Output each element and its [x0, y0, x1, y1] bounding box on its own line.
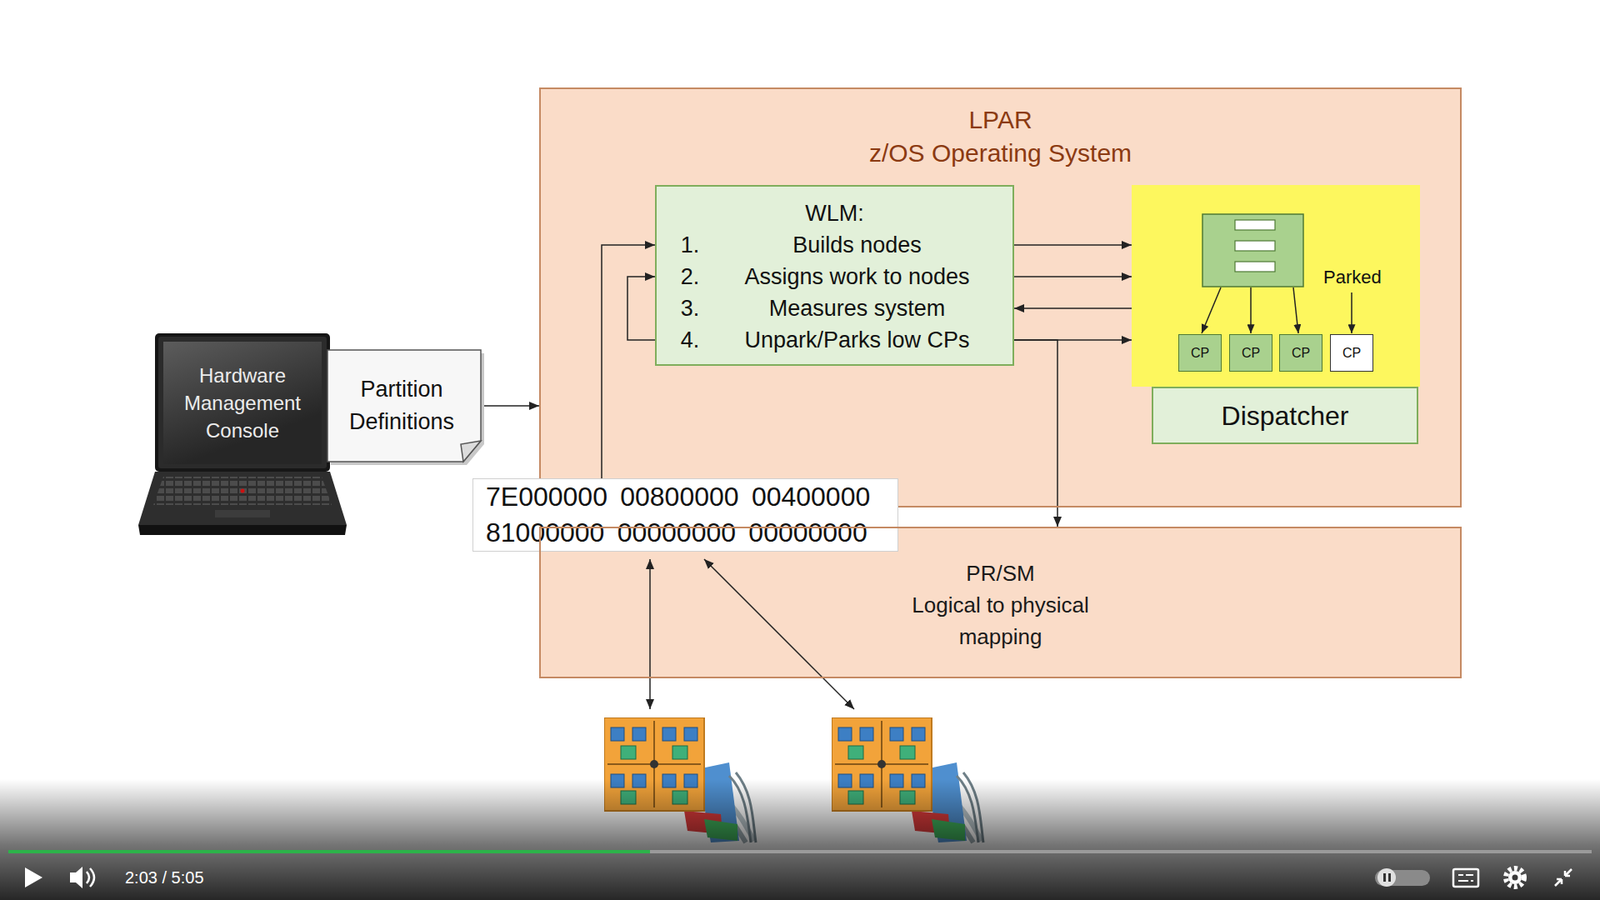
video-time: 2:03 / 5:05 [125, 867, 205, 888]
document-label: Partition Definitions [336, 373, 467, 439]
mapping-arrow [649, 559, 651, 710]
region-heading: LPAR [540, 103, 1460, 137]
step-text: Assigns work to nodes [712, 260, 1002, 293]
box-label: Dispatcher [1221, 399, 1350, 433]
laptop-bezel [158, 336, 327, 469]
flow-arrow [627, 276, 655, 340]
gear-body [1508, 870, 1522, 885]
gear-hole [1512, 875, 1519, 881]
prsm-region: PR/SMLogical to physical mapping [539, 526, 1462, 679]
step-list: 1.Builds nodes2.Assigns work to nodes3.M… [667, 229, 1002, 356]
cp-box-parked: CP [1330, 334, 1374, 372]
progress-fill [8, 850, 650, 854]
volume-waves [86, 868, 95, 887]
flow-arrow [1014, 307, 1132, 310]
document-page [327, 350, 481, 462]
step-number: 1. [667, 229, 713, 261]
node-area: ParkedCP CP CP CP [1131, 185, 1420, 387]
dispatch-arrow [1293, 287, 1299, 334]
laptop-buttons [215, 510, 270, 518]
lpar-region: LPARz/OS Operating SystemWLM:1.Builds no… [539, 87, 1462, 508]
label-anchor: 2:03 / 5:05 [125, 867, 205, 888]
step-text: Unpark/Parks low CPs [712, 324, 1002, 356]
step-number: 4. [667, 324, 713, 356]
cp-label: CP [1342, 336, 1361, 370]
step-text: Builds nodes [712, 229, 1002, 261]
document-shape: Partition Definitions [326, 349, 482, 463]
fullscreen-icon [1555, 869, 1572, 886]
laptop-base [138, 471, 347, 525]
cp-box: CP [1178, 334, 1222, 372]
console-screen: Hardware Management Console [163, 341, 322, 465]
label-anchor: Parked [1323, 266, 1382, 289]
box-heading: WLM: [667, 197, 1002, 230]
hex-row: 7E000000 00800000 00400000 [485, 479, 885, 515]
trackpoint [240, 489, 245, 494]
toggle-knob [1377, 868, 1396, 887]
dispatcher-box: Dispatcher [1151, 386, 1419, 445]
hex-row: 81000000 00000000 00000000 [485, 515, 885, 551]
flow-arrow [1014, 244, 1132, 246]
parked-arrow [1350, 292, 1353, 334]
step-number: 2. [667, 260, 713, 293]
flow-arrow [1014, 275, 1132, 278]
laptop-lid [155, 333, 330, 472]
laptop-illustration [138, 333, 347, 535]
dispatch-arrow [1250, 287, 1252, 334]
region-heading: z/OS Operating System [540, 136, 1460, 170]
cp-label: CP [1241, 336, 1260, 370]
screen-label: Hardware Management Console [168, 361, 317, 445]
flow-arrow [1014, 340, 1058, 527]
hex-value-box: 7E000000 00800000 0040000081000000 00000… [472, 478, 899, 552]
cp-label: CP [1190, 336, 1210, 370]
flow-arrow [481, 405, 540, 407]
gear-teeth [1505, 868, 1525, 887]
cp-box: CP [1229, 334, 1273, 372]
play-icon [25, 867, 43, 888]
queue-slot [1235, 220, 1275, 230]
state-label: Parked [1323, 266, 1382, 289]
mapping-arrow [704, 559, 855, 710]
region-heading: PR/SM [540, 557, 1460, 590]
pause-bar [1388, 873, 1391, 882]
queue-slot [1235, 240, 1275, 251]
player-shade [0, 779, 1600, 900]
document-fold [460, 440, 481, 462]
cp-box: CP [1279, 334, 1323, 372]
laptop-keyboard [153, 476, 332, 505]
volume-icon [70, 866, 83, 889]
progress-track [8, 850, 1592, 854]
video-player-bar [0, 779, 1600, 900]
step-text: Measures system [712, 292, 1002, 325]
dispatch-arrow [1201, 287, 1221, 334]
step-number: 3. [667, 292, 713, 325]
work-queue [1202, 214, 1304, 287]
region-fill [539, 87, 1462, 508]
captions-icon [1453, 869, 1479, 887]
document-outline [326, 349, 482, 463]
region-body: Logical to physical mapping [892, 589, 1110, 653]
cp-label: CP [1291, 336, 1310, 370]
captions-lines [1458, 875, 1474, 881]
pause-bar [1383, 873, 1386, 882]
laptop-edge [138, 525, 347, 535]
queue-slot [1235, 261, 1275, 272]
flow-arrow [601, 245, 655, 479]
wlm-box: WLM:1.Builds nodes2.Assigns work to node… [655, 185, 1015, 366]
